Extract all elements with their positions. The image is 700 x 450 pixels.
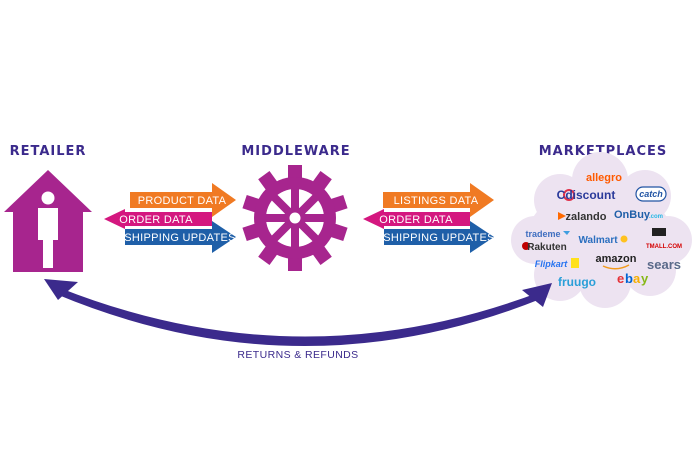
svg-text:.com: .com: [649, 214, 663, 220]
walmart-logo: Walmart: [578, 235, 628, 246]
trademe-logo: trademe: [525, 229, 570, 239]
middleware-gear-icon: [242, 165, 348, 271]
shipping-updates-arrow-left: SHIPPING UPDATES: [124, 221, 236, 253]
order-data-label-left: ORDER DATA: [119, 214, 193, 226]
tmall-logo: TMALL.COM: [646, 228, 682, 250]
retailer-house-icon: [4, 170, 92, 272]
listings-data-arrow: LISTINGS DATA: [383, 183, 494, 217]
svg-text:Rakuten: Rakuten: [527, 242, 566, 253]
svg-text:Cdiscount: Cdiscount: [557, 188, 616, 202]
svg-text:trademe: trademe: [525, 229, 560, 239]
middleware-heading: MIDDLEWARE: [241, 144, 350, 159]
svg-text:Walmart: Walmart: [578, 235, 618, 246]
amazon-smile-icon: [602, 264, 630, 270]
rakuten-logo: Rakuten: [522, 242, 567, 253]
flipkart-logo: Flipkart: [535, 258, 579, 269]
marketplaces-heading: MARKETPLACES: [539, 144, 668, 159]
product-data-label: PRODUCT DATA: [138, 195, 227, 207]
fruugo-logo: fruugo: [558, 275, 596, 289]
allegro-logo: allegro: [586, 172, 622, 184]
shipping-updates-arrow-right: SHIPPING UPDATES: [383, 221, 495, 253]
ebay-logo: e b a y: [617, 271, 649, 286]
svg-text:y: y: [641, 271, 649, 286]
svg-text:e: e: [617, 271, 624, 286]
catch-logo: catch: [635, 186, 667, 202]
product-data-arrow: PRODUCT DATA: [130, 183, 236, 217]
zalando-logo: zalando: [558, 211, 607, 223]
order-data-arrow-left: ORDER DATA: [104, 209, 212, 229]
svg-text:zalando: zalando: [566, 211, 607, 223]
listings-data-label: LISTINGS DATA: [394, 195, 479, 207]
svg-text:TMALL.COM: TMALL.COM: [646, 244, 682, 250]
svg-text:Flipkart: Flipkart: [535, 259, 569, 269]
returns-refunds-label: RETURNS & REFUNDS: [237, 349, 358, 361]
shipping-updates-label-right: SHIPPING UPDATES: [383, 232, 495, 244]
sears-logo: sears: [647, 257, 681, 272]
onbuy-logo: OnBuy .com: [614, 209, 663, 221]
order-data-arrow-right: ORDER DATA: [363, 209, 470, 229]
arrowhead-left-icon: [44, 279, 78, 300]
retailer-heading: RETAILER: [10, 144, 87, 159]
cdiscount-logo: Cdiscount: [557, 188, 616, 202]
order-data-label-right: ORDER DATA: [379, 214, 453, 226]
returns-refunds-arrow: RETURNS & REFUNDS: [44, 279, 552, 361]
svg-text:OnBuy: OnBuy: [614, 209, 651, 221]
amazon-logo: amazon: [596, 253, 637, 265]
svg-text:a: a: [633, 271, 641, 286]
arrowhead-right-icon: [522, 283, 552, 307]
shipping-updates-label-left: SHIPPING UPDATES: [124, 232, 236, 244]
svg-text:b: b: [625, 271, 633, 286]
marketplace-logos: allegro Cdiscount catch zalando OnBuy .c…: [522, 172, 682, 289]
svg-text:catch: catch: [639, 189, 663, 199]
